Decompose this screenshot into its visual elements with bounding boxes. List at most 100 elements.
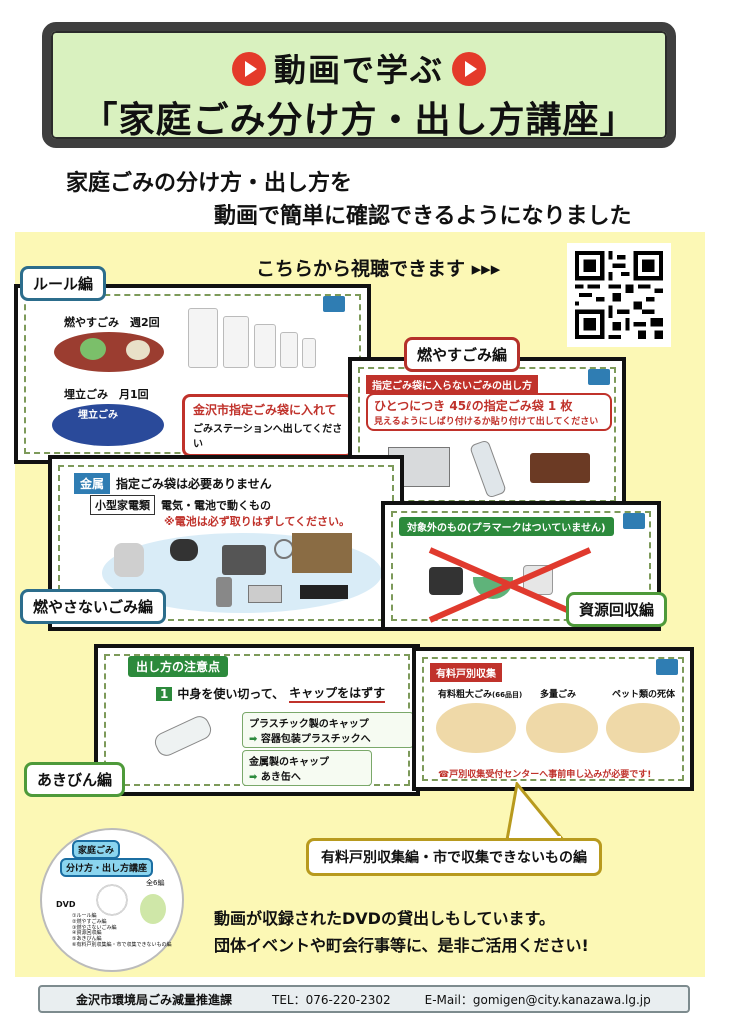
metal-cap-destination: あき缶へ bbox=[260, 772, 301, 783]
dvd-disc: 家庭ごみ 分け方・出し方講座 全6編 DVD ①ルール編 ②燃やすごみ編 ③燃や… bbox=[40, 828, 184, 972]
dvd-mark: DVD bbox=[56, 900, 76, 909]
metal-row: 金属 指定ごみ袋は必要ありません bbox=[74, 473, 272, 494]
footer-contact: 金沢市環境局ごみ減量推進課 TEL：076-220-2302 E-Mail：go… bbox=[38, 985, 690, 1013]
watch-here-text: こちらから視聴できます ▸▸▸ bbox=[256, 258, 501, 280]
garbage-bag-icon bbox=[302, 338, 316, 368]
intro-line2: 動画で簡単に確認できるようになりました bbox=[214, 204, 632, 229]
dvd-player-icon bbox=[300, 585, 348, 599]
plastic-cap-text: プラスチック製のキャップ bbox=[249, 719, 369, 730]
plastic-cap-box: プラスチック製のキャップ ➡ 容器包装プラスチックへ bbox=[242, 712, 414, 748]
fan-icon bbox=[274, 539, 294, 559]
title-banner: 動画で学ぶ 「家庭ごみ分け方・出し方講座」 bbox=[42, 22, 676, 148]
pet-icon bbox=[606, 703, 680, 753]
arrow-right-icon: ➡ bbox=[249, 734, 261, 745]
cross-icon bbox=[428, 547, 592, 623]
metal-tag: 金属 bbox=[74, 473, 111, 494]
paid-callout[interactable]: 有料戸別収集編・市で収集できないもの編 bbox=[306, 838, 602, 876]
qr-code[interactable] bbox=[567, 243, 671, 347]
metal-cap-box: 金属製のキャップ ➡ あき缶へ bbox=[242, 750, 372, 786]
paid-bar: 有料戸別収集 bbox=[430, 663, 502, 682]
container-icon bbox=[530, 453, 590, 483]
burnable-label[interactable]: 燃やすごみ編 bbox=[404, 337, 521, 372]
burnable-bar: 指定ごみ袋に入らないごみの出し方 bbox=[366, 375, 538, 394]
notice-title: 金沢市指定ごみ袋に入れて bbox=[193, 403, 337, 417]
bag-rule-title: ひとつにつき 45ℓの指定ごみ袋 1 枚 bbox=[374, 399, 573, 413]
paid-item2: 多量ごみ bbox=[540, 690, 577, 700]
scale-icon bbox=[248, 585, 282, 603]
landfill-bubble-text: 埋立ごみ bbox=[78, 410, 118, 421]
garbage-bag-icon bbox=[223, 316, 249, 368]
bottle-label[interactable]: あきびん編 bbox=[24, 762, 126, 797]
dvd-text-line2: 団体イベントや町会行事等に、是非ご活用ください! bbox=[214, 936, 589, 955]
play-icon bbox=[231, 52, 266, 86]
paid-item1-note: (66品目) bbox=[492, 691, 523, 699]
metal-cap-text: 金属製のキャップ bbox=[249, 757, 329, 768]
paid-collection-panel[interactable]: 有料戸別収集 有料粗大ごみ(66品目) 多量ごみ ペット類の死体 ☎戸別収集受付… bbox=[412, 647, 694, 791]
bottle-panel[interactable]: 出し方の注意点 1 中身を使い切って、 キャップをはずす プラスチック製のキャッ… bbox=[94, 644, 420, 796]
recycle-label[interactable]: 資源回収編 bbox=[566, 592, 668, 627]
bag-rule-subtitle: 見えるようにしばり付けるか貼り付けて出してください bbox=[374, 417, 599, 427]
dvd-list-item: ⑤あきびん編 bbox=[72, 936, 102, 942]
city-logo-icon bbox=[588, 369, 610, 385]
dvd-title1: 家庭ごみ bbox=[72, 840, 121, 859]
burnable-frequency: 燃やすごみ 週2回 bbox=[64, 316, 160, 329]
landfill-items-image bbox=[52, 404, 164, 446]
nonburnable-panel[interactable]: 金属 指定ごみ袋は必要ありません 小型家電類 電気・電池で動くもの ※電池は必ず… bbox=[48, 455, 404, 631]
dvd-list: ①ルール編 ②燃やすごみ編 ③燃やさないごみ編 ④資源回収編 ⑤あきびん編 ⑥有… bbox=[72, 913, 172, 949]
designated-bag-notice: 金沢市指定ごみ袋に入れて ごみステーションへ出してください bbox=[182, 394, 354, 457]
rule-panel[interactable]: 燃やすごみ 週2回 埋立ごみ 月1回 埋立ごみ 金沢市指定ごみ袋に入れて ごみス… bbox=[14, 284, 371, 464]
bulky-items-image bbox=[436, 703, 516, 753]
recycle-bar: 対象外のもの(プラマークはついていません) bbox=[399, 517, 614, 536]
garbage-bag-icon bbox=[188, 308, 218, 368]
panel-frame bbox=[391, 511, 651, 621]
hairdryer-icon bbox=[170, 539, 198, 561]
step-row: 1 中身を使い切って、 キャップをはずす bbox=[156, 684, 386, 703]
microwave-icon bbox=[222, 545, 266, 575]
plastic-cap-destination: 容器包装プラスチックへ bbox=[260, 734, 371, 745]
step-text-a: 中身を使い切って、 bbox=[177, 687, 285, 701]
bottle-bar: 出し方の注意点 bbox=[128, 656, 229, 677]
garbage-bag-icon bbox=[254, 324, 276, 368]
play-icon bbox=[452, 52, 486, 86]
city-logo-icon bbox=[623, 513, 645, 529]
intro-line1: 家庭ごみの分け方・出し方を bbox=[66, 171, 353, 196]
callout-pointer bbox=[505, 782, 565, 842]
dvd-list-item: ①ルール編 bbox=[72, 913, 97, 919]
house-icon bbox=[526, 703, 598, 753]
dvd-title2: 分け方・出し方講座 bbox=[60, 858, 154, 877]
nonburnable-label[interactable]: 燃やさないごみ編 bbox=[20, 589, 167, 624]
small-appliance-tag: 小型家電類 bbox=[90, 495, 155, 515]
panel-frame bbox=[422, 657, 684, 781]
rice-cooker-icon bbox=[114, 543, 144, 577]
step-text-b: キャップをはずす bbox=[289, 684, 386, 703]
battery-warning: ※電池は必ず取りはずしてください。 bbox=[164, 515, 351, 528]
robot-toy-icon bbox=[216, 577, 232, 607]
rule-label[interactable]: ルール編 bbox=[20, 266, 107, 301]
dvd-count: 全6編 bbox=[146, 879, 165, 887]
footer-department: 金沢市環境局ごみ減量推進課 bbox=[76, 992, 233, 1007]
paid-item3: ペット類の死体 bbox=[612, 690, 676, 700]
paid-item1-text: 有料粗大ごみ bbox=[438, 690, 493, 700]
landfill-frequency: 埋立ごみ 月1回 bbox=[64, 388, 149, 401]
arrow-right-icon: ➡ bbox=[249, 772, 261, 783]
title-line1-text: 動画で学ぶ bbox=[273, 51, 444, 89]
footer-tel[interactable]: TEL：076-220-2302 bbox=[272, 992, 391, 1007]
paid-item1: 有料粗大ごみ(66品目) bbox=[438, 687, 522, 700]
paid-notice: ☎戸別収集受付センターへ事前申し込みが必要です! bbox=[438, 770, 652, 780]
dvd-list-item: ③燃やさないごみ編 bbox=[72, 924, 117, 931]
title-line2: 「家庭ごみ分け方・出し方講座」 bbox=[81, 100, 637, 141]
footer-email[interactable]: E-Mail：gomigen@city.kanazawa.lg.jp bbox=[424, 992, 651, 1007]
small-appliance-row: 小型家電類 電気・電池で動くもの bbox=[90, 495, 271, 515]
heater-icon bbox=[292, 533, 352, 573]
city-logo-icon bbox=[656, 659, 678, 675]
step-number: 1 bbox=[156, 686, 173, 701]
mascot-icon bbox=[140, 894, 166, 924]
city-logo-icon bbox=[323, 296, 345, 312]
dvd-list-item: ⑥有料戸別収集編・市で収集できないもの編 bbox=[72, 941, 172, 948]
small-appliance-text: 電気・電池で動くもの bbox=[161, 499, 271, 512]
recycle-panel[interactable]: 対象外のもの(プラマークはついていません) bbox=[381, 501, 661, 631]
title-line1: 動画で学ぶ bbox=[51, 45, 667, 91]
basket-icon bbox=[429, 567, 463, 595]
dvd-list-item: ②燃やすごみ編 bbox=[72, 918, 107, 925]
garbage-bag-icon bbox=[280, 332, 298, 368]
